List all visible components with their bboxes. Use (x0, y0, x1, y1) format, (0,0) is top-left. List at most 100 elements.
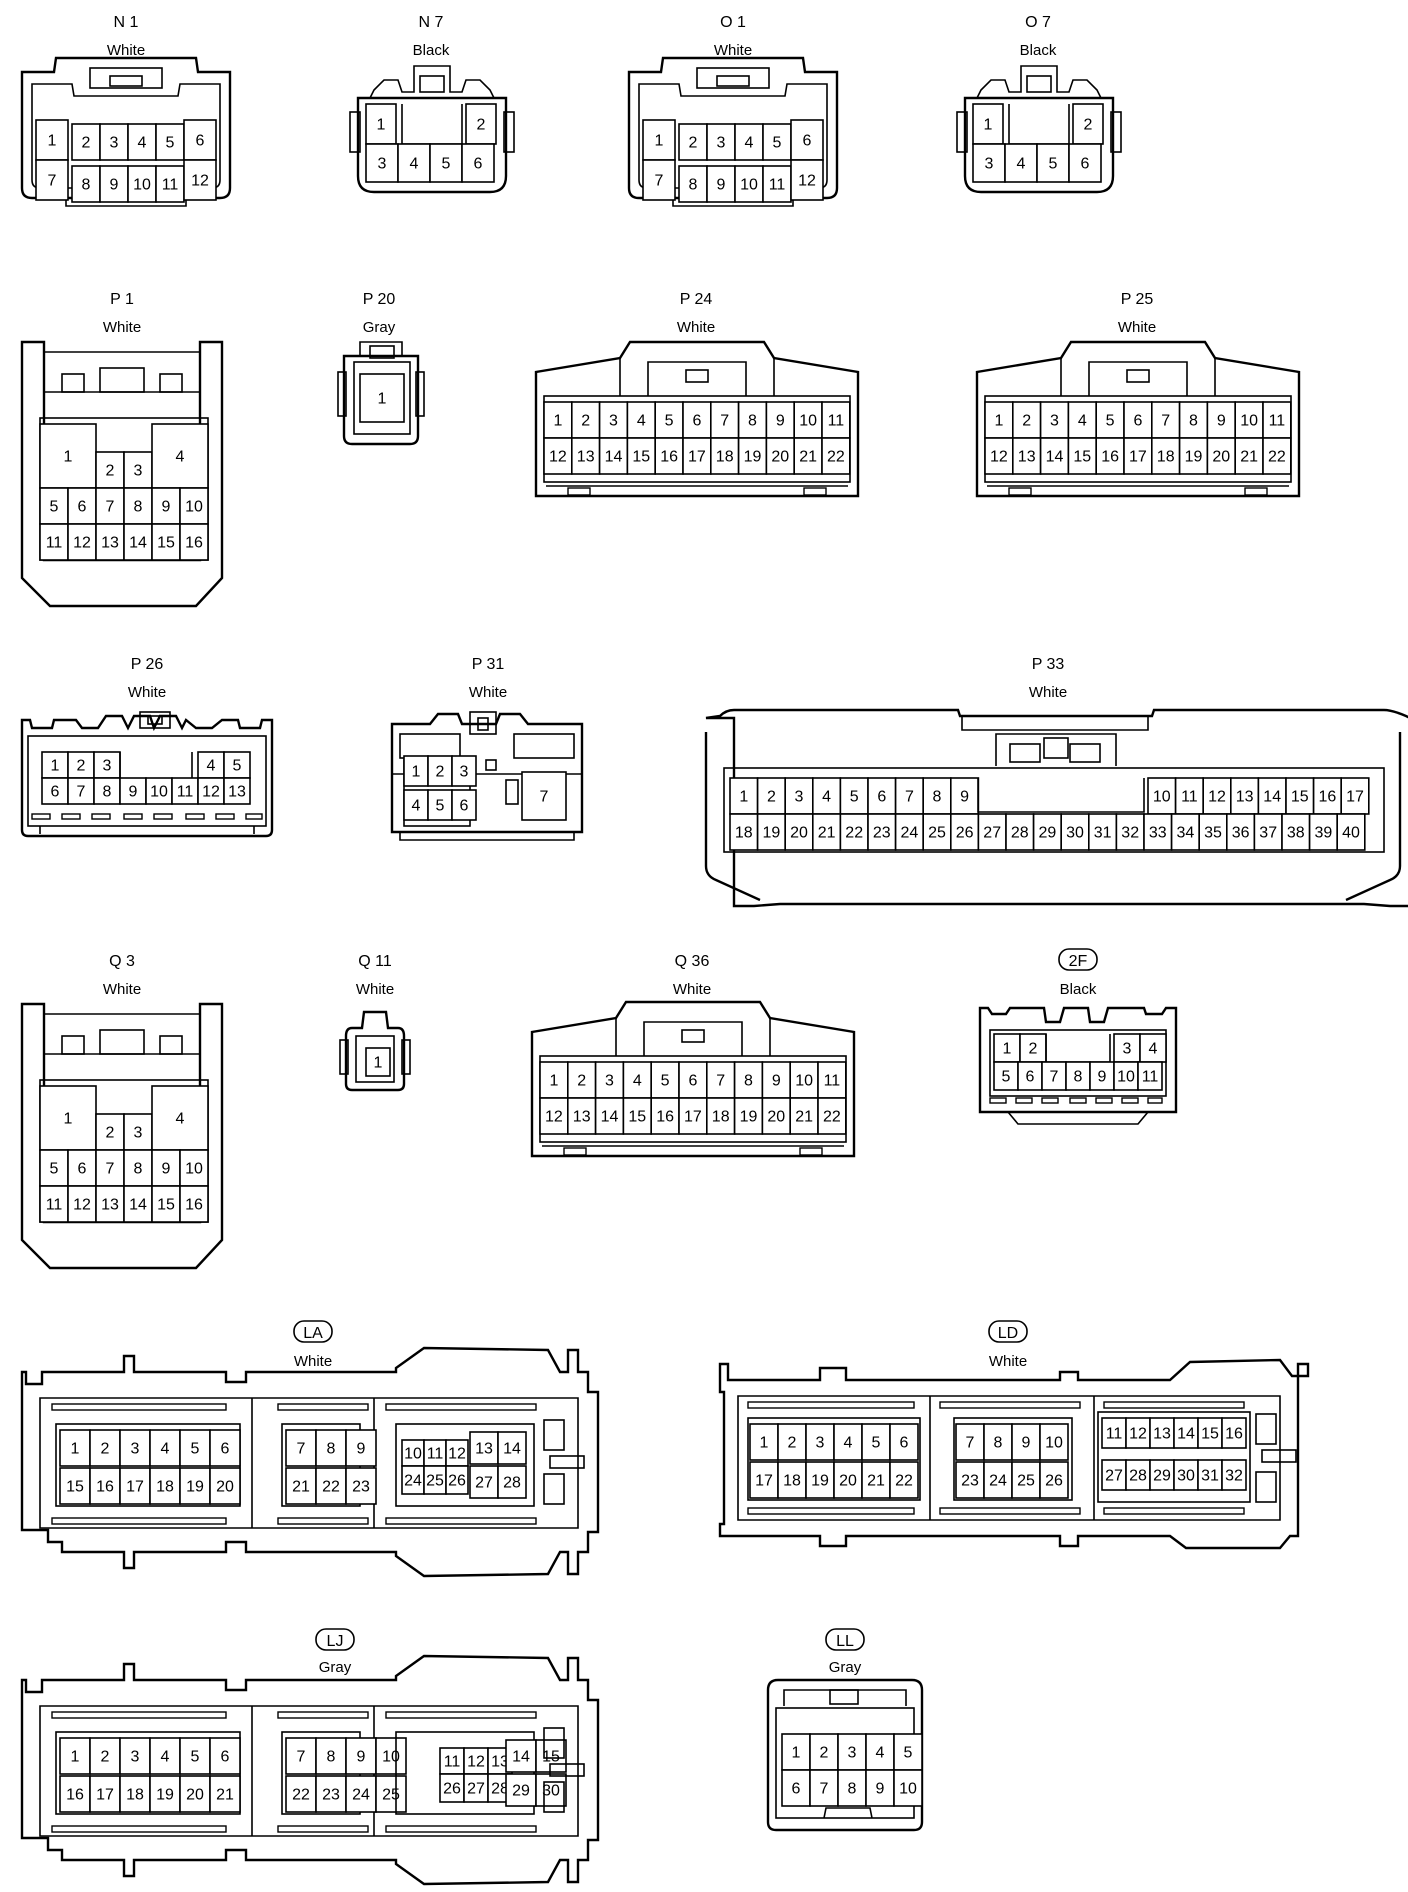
pin-cell: 10 (1039, 1423, 1069, 1461)
pin-number: 4 (176, 1111, 185, 1128)
pin-cell: 32 (1221, 1459, 1247, 1491)
pin-cell: 16 (179, 523, 209, 561)
pin-box (1234, 437, 1264, 475)
pin-number: 23 (322, 1787, 340, 1804)
pin-cell: 7 (894, 777, 924, 815)
pin-box (1123, 437, 1153, 475)
housing-outline (39, 1397, 579, 1529)
pin-number: 19 (811, 1473, 829, 1490)
pin-cell: 5 (654, 401, 684, 439)
pin-box (375, 1775, 407, 1813)
pin-box (1262, 401, 1292, 439)
pin-box (439, 1773, 465, 1803)
pin-cell: 2 (71, 123, 101, 161)
pin-number: 9 (776, 413, 785, 430)
pin-box (594, 1097, 625, 1135)
housing-part (395, 1423, 535, 1507)
pin-number: 17 (1346, 789, 1364, 806)
pin-cell: 19 (179, 1467, 211, 1505)
pin-box (59, 1467, 91, 1505)
pin-number: 4 (822, 789, 831, 806)
pin-cell: 14 (497, 1431, 527, 1465)
connector-id: 2F (1069, 953, 1088, 970)
pin-number: 2 (820, 1745, 829, 1762)
pin-cell: 5 (429, 143, 463, 183)
pin-cell: 20 (833, 1461, 863, 1499)
pin-number: 19 (156, 1787, 174, 1804)
pin-number: 2 (477, 117, 486, 134)
pin-cell: 15 (151, 523, 181, 561)
pin-box (35, 159, 69, 201)
latch-slot (61, 813, 81, 820)
pin-box (893, 1769, 923, 1807)
pin-number: 7 (297, 1749, 306, 1766)
housing-outline (619, 358, 775, 396)
pin-cell: 9 (1089, 1061, 1115, 1091)
pin-number: 28 (1011, 825, 1029, 842)
pin-cell: 15 (1197, 1417, 1223, 1449)
pin-cell: 13 (223, 777, 251, 805)
pin-number: 26 (956, 825, 974, 842)
pin-number: 5 (1106, 413, 1115, 430)
pin-number: 18 (126, 1787, 144, 1804)
housing-outline (1008, 104, 1070, 145)
pin-cell: 15 (59, 1467, 91, 1505)
housing-outline (647, 361, 747, 396)
pin-number: 15 (1291, 789, 1309, 806)
pin-number: 28 (503, 1475, 521, 1492)
id-badge (315, 1628, 355, 1651)
pin-cell: 3 (365, 143, 399, 183)
pin-number: 5 (1002, 1069, 1011, 1086)
housing-outline (119, 752, 193, 778)
housing-part (109, 75, 143, 87)
pin-cell: 17 (89, 1775, 121, 1813)
pin-number: 6 (78, 499, 87, 516)
pin-cell: 11 (39, 523, 69, 561)
pin-number: 5 (773, 135, 782, 152)
connector-id: N 7 (419, 14, 444, 31)
pin-box (95, 1185, 125, 1223)
pin-box (729, 813, 759, 851)
pin-number: 9 (876, 1781, 885, 1798)
pin-box (622, 1061, 653, 1099)
pin-box (894, 777, 924, 815)
pin-cell: 2 (95, 1113, 125, 1151)
pin-cell: 6 (209, 1429, 241, 1467)
pin-number: 12 (73, 1197, 91, 1214)
pin-box (594, 1061, 625, 1099)
pin-number: 1 (792, 1745, 801, 1762)
housing-outline (65, 198, 187, 207)
pin-number: 5 (436, 798, 445, 815)
pin-number: 1 (71, 1749, 80, 1766)
housing-part (1069, 743, 1101, 763)
pin-number: 15 (1073, 449, 1091, 466)
pin-box (285, 1775, 317, 1813)
pin-box (790, 119, 824, 161)
pin-number: 6 (51, 784, 60, 801)
pin-number: 1 (655, 133, 664, 150)
pin-box (35, 119, 69, 161)
housing-outline (20, 714, 274, 838)
pin-box (151, 1085, 209, 1151)
pin-cell: 24 (401, 1465, 425, 1495)
pin-number: 30 (1177, 1468, 1195, 1485)
pin-number: 21 (216, 1787, 234, 1804)
pin-box (761, 1061, 792, 1099)
pin-cell: 15 (1285, 777, 1315, 815)
connector-id: LL (836, 1633, 854, 1650)
pin-number: 7 (716, 1073, 725, 1090)
pin-number: 6 (1026, 1069, 1035, 1086)
pin-number: 22 (322, 1479, 340, 1496)
pin-box (1173, 1417, 1199, 1449)
id-badge (988, 1320, 1028, 1343)
housing-outline (20, 1346, 600, 1578)
pin-box (865, 1769, 895, 1807)
housing-part (1126, 369, 1150, 383)
pin-number: 32 (1225, 1468, 1243, 1485)
pin-number: 16 (660, 449, 678, 466)
pin-cell: 7 (1151, 401, 1181, 439)
pin-cell: 11 (762, 165, 792, 203)
